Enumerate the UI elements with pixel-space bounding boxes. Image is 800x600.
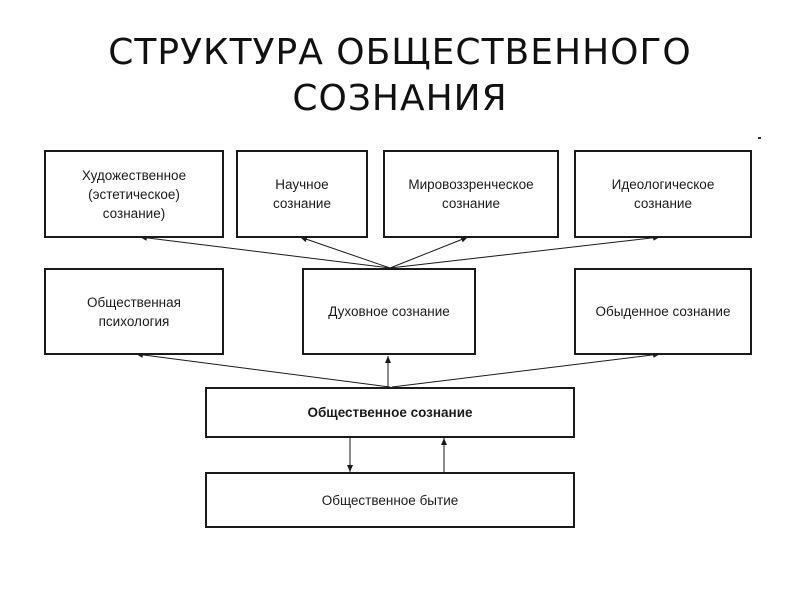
box-label-line: Идеологическое (611, 177, 715, 192)
arrow-spiritual-to-ideological (389, 234, 661, 269)
box-label-line: сознание (634, 196, 692, 211)
box-social-psychology: Общественная психология (44, 268, 224, 355)
box-label-line: Общественное сознание (307, 405, 473, 420)
box-label-line: сознание (273, 196, 331, 211)
box-spiritual-consciousness: Духовное сознание (302, 268, 476, 355)
box-label-line: сознание) (102, 205, 166, 221)
box-label-line: Обыденное сознание (595, 304, 731, 319)
box-label-line: Художественное (81, 167, 187, 183)
box-social-consciousness: Общественное сознание (205, 387, 575, 438)
arrow-spiritual-to-artistic (139, 234, 391, 269)
box-social-being: Общественное бытие (205, 472, 575, 528)
box-scientific-consciousness: Научное сознание (236, 150, 368, 238)
arrow-consciousness-to-everyday (391, 351, 661, 388)
arrow-spiritual-to-scientific (299, 236, 391, 269)
box-label-line: психология (98, 313, 170, 329)
stray-mark (758, 137, 761, 139)
box-worldview-consciousness: Мировоззренческое сознание (383, 150, 559, 238)
box-label-line: сознание (442, 196, 500, 211)
box-label-line: (эстетическое) (88, 186, 180, 202)
box-label-line: Духовное сознание (328, 304, 450, 319)
title-line-2: СОЗНАНИЯ (292, 78, 508, 119)
box-everyday-consciousness: Обыденное сознание (574, 268, 752, 355)
box-ideological-consciousness: Идеологическое сознание (574, 150, 752, 238)
box-label-line: Научное (275, 177, 329, 192)
arrow-spiritual-to-worldview (389, 236, 469, 269)
arrow-consciousness-to-psychology (135, 351, 391, 388)
box-label-line: Общественное бытие (321, 492, 459, 508)
title-line-1: СТРУКТУРА ОБЩЕСТВЕННОГО (108, 32, 692, 73)
box-label-line: Общественная (87, 294, 181, 310)
box-label-line: Мировоззренческое (408, 177, 534, 192)
box-artistic-consciousness: Художественное (эстетическое) сознание) (44, 150, 224, 238)
page-title: СТРУКТУРА ОБЩЕСТВЕННОГО СОЗНАНИЯ (0, 30, 800, 122)
